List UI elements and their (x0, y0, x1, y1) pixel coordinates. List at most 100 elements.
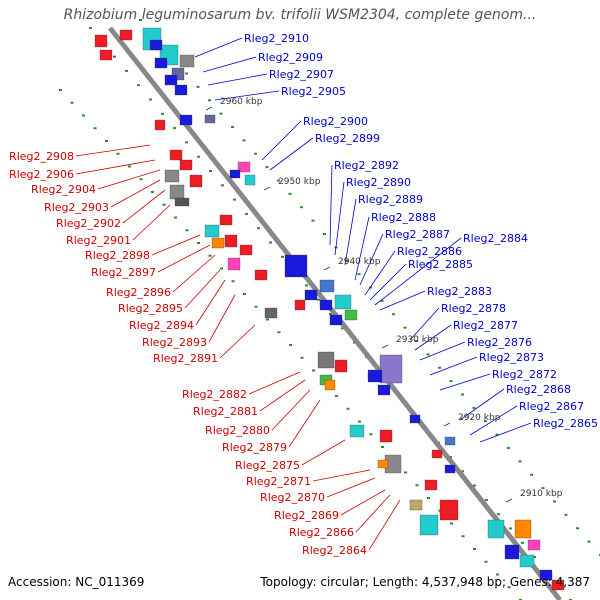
forward-gene-label: Rleg2_2887 (385, 228, 450, 241)
guide-dot (139, 178, 143, 181)
forward-gene-label: Rleg2_2878 (441, 302, 506, 315)
reverse-gene-label: Rleg2_2904 (31, 183, 96, 196)
guide-dot (311, 219, 315, 222)
forward-gene-label: Rleg2_2883 (427, 285, 492, 298)
forward-gene-label: Rleg2_2909 (258, 51, 323, 64)
gene-box (164, 74, 178, 86)
guide-dot (329, 313, 332, 315)
guide-dot (300, 206, 303, 209)
gene-box (304, 289, 318, 301)
gene-box (319, 279, 335, 293)
gene-box (94, 34, 108, 48)
gene-box (219, 214, 233, 226)
guide-dot (530, 473, 533, 476)
guide-dot (196, 85, 200, 88)
forward-gene-label: Rleg2_2873 (479, 351, 544, 364)
kbp-tick-label: 2920 kbp (458, 413, 501, 423)
reverse-gene-label: Rleg2_2897 (91, 266, 156, 279)
forward-gene-label: Rleg2_2868 (506, 383, 571, 396)
forward-gene-label: Rleg2_2899 (315, 132, 380, 145)
reverse-gene-label: Rleg2_2882 (182, 388, 247, 401)
reverse-gene-label: Rleg2_2879 (222, 441, 287, 454)
guide-dot (305, 284, 308, 287)
guide-dot (541, 487, 545, 490)
guide-dot (323, 233, 326, 235)
gene-box (229, 169, 241, 179)
guide-dot (113, 55, 116, 58)
guide-dot (265, 166, 269, 169)
guide-dot (461, 535, 465, 538)
guide-dot (380, 299, 384, 302)
gene-box (189, 174, 203, 188)
guide-dot (221, 184, 224, 187)
accession-info: Accession: NC_011369 (8, 575, 144, 589)
reverse-gene-label: Rleg2_2875 (235, 459, 300, 472)
guide-dot (59, 89, 62, 91)
accession-value: NC_011369 (75, 575, 145, 589)
gene-box (439, 499, 459, 521)
gene-features (94, 27, 565, 591)
guide-dot (392, 313, 395, 316)
gene-box (344, 309, 358, 321)
guide-dot (277, 331, 281, 334)
forward-gene-label: Rleg2_2890 (346, 176, 411, 189)
guide-dot (485, 498, 488, 501)
forward-gene-label: Rleg2_2872 (492, 368, 557, 381)
guide-dot (497, 513, 500, 516)
forward-gene-label: Rleg2_2877 (453, 319, 518, 332)
gene-box (174, 84, 188, 96)
guide-dot (358, 420, 361, 423)
guide-dot (243, 293, 246, 295)
guide-dot (587, 540, 591, 543)
reverse-gene-label: Rleg2_2908 (9, 150, 74, 163)
guide-dot (116, 152, 120, 155)
guide-dot (426, 353, 430, 356)
accession-label: Accession: (8, 575, 72, 589)
guide-dot (496, 573, 499, 576)
reverse-gene-label: Rleg2_2902 (56, 217, 121, 230)
guide-dot (149, 98, 152, 101)
guide-dot (257, 227, 260, 230)
guide-dot (128, 165, 131, 168)
guide-dot (473, 548, 476, 550)
guide-dot (427, 497, 430, 499)
guide-dot (197, 155, 200, 158)
kbp-tick-label: 2910 kbp (520, 489, 563, 499)
kbp-tick-label: 2950 kbp (278, 177, 321, 187)
gene-box (149, 39, 163, 51)
gene-box (317, 351, 335, 369)
guide-dot (208, 254, 212, 257)
guide-dot (564, 513, 568, 516)
guide-dot (185, 229, 189, 232)
gene-box (254, 269, 268, 281)
gene-box (409, 414, 421, 424)
reverse-gene-label: Rleg2_2894 (129, 319, 194, 332)
guide-dot (70, 101, 74, 104)
guide-dot (438, 366, 441, 369)
forward-gene-label: Rleg2_2889 (358, 193, 423, 206)
guide-dot (484, 420, 487, 423)
guide-dot (312, 369, 315, 372)
gene-box (377, 384, 391, 396)
gene-box (204, 224, 220, 238)
gene-box (264, 307, 278, 319)
guide-dot (553, 500, 556, 503)
guide-dot (197, 242, 200, 244)
guide-dot (473, 484, 476, 487)
guide-dot (254, 152, 257, 155)
guide-dot (404, 471, 407, 474)
gene-box (284, 254, 308, 278)
gene-box (349, 424, 365, 438)
forward-gene-label: Rleg2_2884 (463, 232, 528, 245)
gene-box (294, 299, 306, 311)
guide-dot (82, 114, 85, 117)
guide-dot (185, 141, 188, 144)
gene-box (444, 464, 456, 474)
guide-dot (173, 127, 176, 130)
forward-gene-label: Rleg2_2867 (519, 400, 584, 413)
guide-dot (507, 447, 510, 449)
guide-dot (357, 273, 361, 276)
guide-dot (93, 127, 97, 130)
guide-dot (220, 267, 223, 270)
